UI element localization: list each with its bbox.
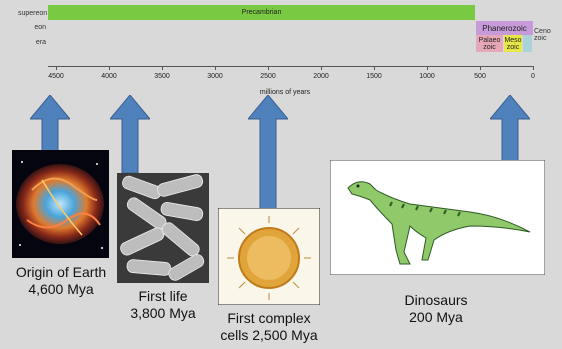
time-axis xyxy=(48,66,533,67)
caption-date: cells 2,500 Mya xyxy=(204,327,334,344)
cenozoic-label: Ceno zoic xyxy=(534,28,554,42)
caption-first-life: First life 3,800 Mya xyxy=(107,288,219,322)
cenozoic-bar xyxy=(523,35,532,52)
axis-tick xyxy=(427,66,428,70)
axis-tick-label: 1000 xyxy=(412,73,442,80)
caption-complex-cells: First complex cells 2,500 Mya xyxy=(204,310,334,344)
cell-image xyxy=(218,208,320,305)
axis-tick xyxy=(56,66,57,70)
axis-tick-label: 0 xyxy=(518,73,548,80)
caption-origin-earth: Origin of Earth 4,600 Mya xyxy=(0,264,122,298)
axis-tick-label: 2000 xyxy=(306,73,336,80)
mesozoic-bar: Meso zoic xyxy=(504,35,522,52)
palaeozoic-bar: Palaeo zoic xyxy=(476,35,503,52)
caption-title: Dinosaurs xyxy=(380,292,492,309)
precambrian-bar: Precambrian xyxy=(48,5,475,20)
axis-tick-label: 3000 xyxy=(200,73,230,80)
phanerozoic-bar: Phanerozoic xyxy=(476,21,533,35)
caption-title: Origin of Earth xyxy=(0,264,122,281)
axis-tick xyxy=(374,66,375,70)
caption-dinosaurs: Dinosaurs 200 Mya xyxy=(380,292,492,326)
arrow-up-icon xyxy=(110,95,150,173)
bacteria-image xyxy=(117,173,209,283)
row-label-eon: eon xyxy=(18,24,46,31)
caption-date: 200 Mya xyxy=(380,309,492,326)
axis-tick-label: 2500 xyxy=(253,73,283,80)
arrow-up-icon xyxy=(248,95,288,209)
caption-date: 3,800 Mya xyxy=(107,305,219,322)
axis-tick-label: 1500 xyxy=(359,73,389,80)
axis-tick xyxy=(321,66,322,70)
row-label-supereon: supereon xyxy=(18,10,46,17)
axis-tick xyxy=(109,66,110,70)
axis-tick-label: 3500 xyxy=(147,73,177,80)
nebula-image xyxy=(12,150,109,258)
axis-tick-label: 4000 xyxy=(94,73,124,80)
axis-tick-label: 500 xyxy=(465,73,495,80)
axis-tick xyxy=(268,66,269,70)
caption-title: First complex xyxy=(204,310,334,327)
axis-tick xyxy=(215,66,216,70)
axis-tick xyxy=(162,66,163,70)
caption-date: 4,600 Mya xyxy=(0,281,122,298)
row-label-era: era xyxy=(18,39,46,46)
arrow-up-icon xyxy=(30,95,70,151)
dinosaur-image xyxy=(330,160,545,275)
axis-tick xyxy=(480,66,481,70)
caption-title: First life xyxy=(107,288,219,305)
arrow-up-icon xyxy=(490,95,530,161)
axis-tick-label: 4500 xyxy=(41,73,71,80)
axis-tick xyxy=(533,66,534,70)
